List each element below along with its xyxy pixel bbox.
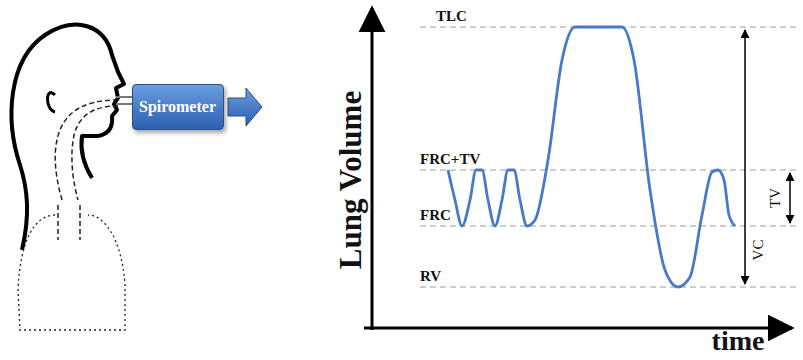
level-label: RV <box>420 269 441 284</box>
volume-curve <box>448 27 735 287</box>
dimension-label: VC <box>751 240 766 261</box>
airway <box>55 100 118 240</box>
ear <box>48 93 56 112</box>
level-label: TLC <box>436 9 467 24</box>
y-axis <box>371 8 374 330</box>
device-box: Spirometer <box>132 84 224 130</box>
level-label: FRC <box>420 208 451 223</box>
dimension-label: TV <box>768 188 783 208</box>
level-label: FRC+TV <box>420 152 480 167</box>
flow-arrow <box>228 88 262 126</box>
head-outline <box>12 25 124 250</box>
level-lines <box>420 27 800 287</box>
tv-arrow <box>789 173 791 223</box>
box-label: Spirometer <box>139 98 216 116</box>
axis-title: time <box>712 327 765 355</box>
vc-arrow <box>744 30 746 284</box>
axis-title: Lung Volume <box>335 91 366 269</box>
lung-outline <box>18 215 125 330</box>
